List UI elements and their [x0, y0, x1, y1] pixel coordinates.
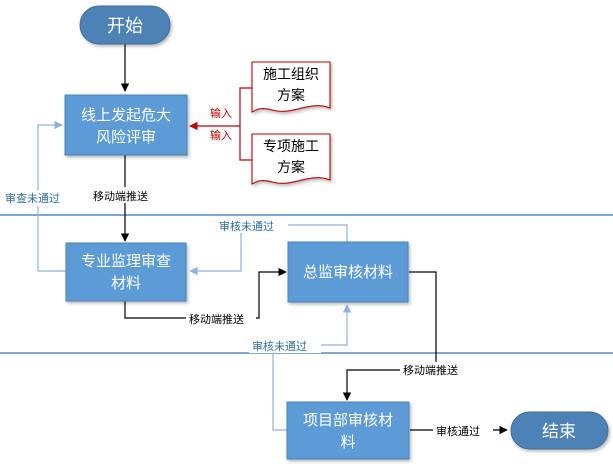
start-label: 开始 — [107, 16, 143, 37]
label-audit-passed: 审核通过 — [436, 424, 480, 438]
doc-construction-org-line2: 方案 — [277, 87, 305, 104]
edge-input-special-construction — [239, 126, 252, 161]
initiate-node: 线上发起危大 风险评审 — [64, 94, 188, 156]
supervisor-review-line2: 材料 — [111, 274, 141, 292]
label-input-2: 输入 — [210, 128, 232, 142]
initiate-label-line2: 风险评审 — [96, 128, 156, 146]
chief-supervisor-review-label: 总监审核材料 — [303, 263, 393, 281]
initiate-label-line1: 线上发起危大 — [81, 106, 171, 124]
chief-supervisor-review-node: 总监审核材料 — [287, 241, 409, 303]
label-mobile-push-3: 移动端推送 — [403, 363, 458, 377]
label-audit-not-passed-1: 审核未通过 — [219, 219, 274, 233]
label-check-not-passed: 审查未通过 — [5, 191, 60, 205]
label-audit-not-passed-2: 审核未通过 — [252, 339, 307, 353]
start-node: 开始 — [79, 5, 171, 45]
project-dept-review-node: 项目部审核材 料 — [286, 401, 410, 460]
doc-construction-org-line1: 施工组织 — [263, 67, 319, 83]
supervisor-review-line1: 专业监理审查 — [81, 252, 171, 270]
supervisor-review-node: 专业监理审查 材料 — [65, 242, 187, 302]
edge-input-construction-org — [239, 87, 252, 126]
end-node: 结束 — [510, 411, 609, 450]
doc-special-construction: 专项施工 方案 — [251, 133, 331, 185]
doc-special-construction-line1: 专项施工 — [263, 139, 319, 155]
label-mobile-push-1: 移动端推送 — [93, 189, 148, 203]
end-label: 结束 — [542, 422, 576, 442]
project-dept-review-line1: 项目部审核材 — [303, 411, 393, 429]
label-mobile-push-2: 移动端推送 — [189, 312, 244, 326]
label-input-1: 输入 — [210, 106, 232, 120]
doc-construction-org: 施工组织 方案 — [251, 61, 331, 113]
project-dept-review-line2: 料 — [340, 433, 355, 451]
doc-special-construction-line2: 方案 — [277, 159, 305, 176]
edge-supervisor-to-chief — [124, 267, 287, 319]
